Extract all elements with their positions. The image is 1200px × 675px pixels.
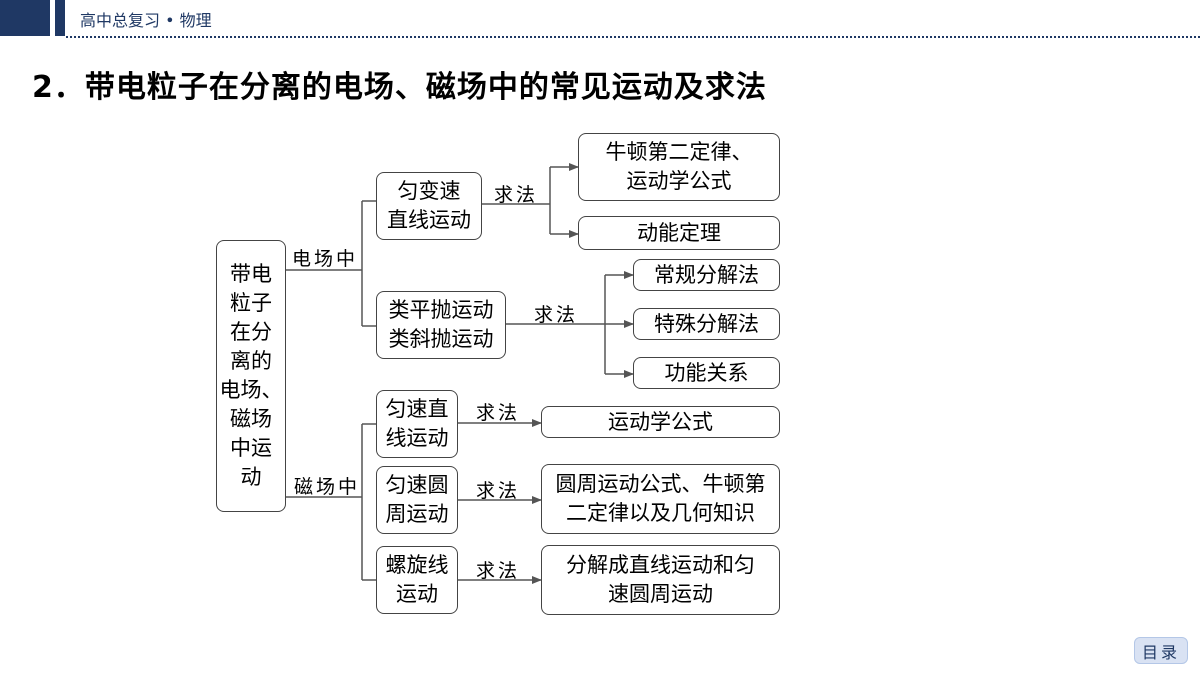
- method-special-decomposition: 特殊分解法: [633, 308, 780, 340]
- method-label: 求法: [476, 560, 521, 582]
- motion-uniform-circle: 匀速圆 周运动: [376, 466, 458, 534]
- header-divider: [66, 36, 1200, 38]
- motion-spiral: 螺旋线 运动: [376, 546, 458, 614]
- method-regular-decomposition: 常规分解法: [633, 259, 780, 291]
- header-course-title: 高中总复习 • 物理: [80, 11, 212, 30]
- method-kinematics: 运动学公式: [541, 406, 780, 438]
- header-accent-bar-thin: [55, 0, 65, 36]
- motion-uniform-line: 匀速直 线运动: [376, 390, 458, 458]
- method-label: 求法: [494, 184, 539, 206]
- branch-label-electric: 电场中: [292, 248, 359, 270]
- method-decompose-line-circle: 分解成直线运动和匀 速圆周运动: [541, 545, 780, 615]
- method-label: 求法: [476, 402, 521, 424]
- method-label: 求法: [476, 480, 521, 502]
- motion-projectile-like: 类平抛运动 类斜抛运动: [376, 291, 506, 359]
- motion-uniform-accel-line: 匀变速 直线运动: [376, 172, 482, 240]
- toc-button[interactable]: 目录: [1134, 637, 1188, 664]
- page-title: 2．带电粒子在分离的电场、磁场中的常见运动及求法: [32, 70, 767, 105]
- method-work-energy-relation: 功能关系: [633, 357, 780, 389]
- method-kinetic-energy-theorem: 动能定理: [578, 216, 780, 250]
- root-box: 带电 粒子 在分 离的 电场、 磁场 中运 动: [216, 240, 286, 512]
- branch-label-magnetic: 磁场中: [294, 476, 361, 498]
- method-circle-newton-geometry: 圆周运动公式、牛顿第 二定律以及几何知识: [541, 464, 780, 534]
- method-label: 求法: [534, 304, 579, 326]
- header-accent-bar: [0, 0, 50, 36]
- method-newton-kinematics: 牛顿第二定律、 运动学公式: [578, 133, 780, 201]
